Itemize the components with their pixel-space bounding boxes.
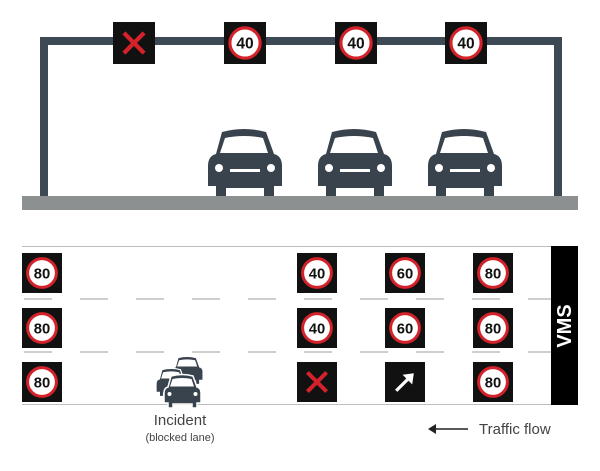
incident-subtitle: (blocked lane)	[145, 432, 214, 444]
gantry-sign-row: 40 40 40	[113, 22, 487, 64]
speed-value: 60	[397, 266, 413, 282]
speed-ring-icon	[228, 26, 262, 60]
vms-bar	[551, 246, 578, 405]
speed-value: 80	[34, 321, 50, 337]
lane-sign-r1-c1: 80	[22, 253, 62, 293]
vms-label: VMS	[554, 304, 576, 347]
gantry-crossbeam	[40, 37, 562, 45]
gantry-sign-4: 40	[445, 22, 487, 64]
speed-value: 60	[397, 321, 413, 337]
gantry-right-post	[554, 37, 562, 200]
lane-sign-grid: 80 40 60 80 80 40 60 80 80 80	[22, 253, 513, 402]
lane-sign-r2-c4: 80	[473, 308, 513, 348]
lane-closed-cross-icon	[305, 370, 329, 394]
car-front-2	[318, 129, 392, 196]
car-headlight-left	[435, 164, 443, 172]
speed-ring-icon	[301, 257, 333, 289]
car-headlight-left	[215, 164, 223, 172]
speed-ring-icon	[477, 257, 509, 289]
traffic-flow-indicator: Traffic flow	[428, 421, 551, 438]
gantry-sign-2: 40	[224, 22, 266, 64]
car-headlight-left	[325, 164, 333, 172]
lane-sign-r3-c4: 80	[473, 362, 513, 402]
incident-vehicles	[155, 355, 204, 409]
speed-value: 80	[485, 266, 501, 282]
speed-ring-icon	[389, 257, 421, 289]
speed-value: 40	[309, 266, 325, 282]
speed-value: 80	[485, 375, 501, 391]
car-headlight-right	[377, 164, 385, 172]
car-front-3	[428, 129, 502, 196]
car-grille	[340, 169, 370, 172]
overhead-gantry: 40 40 40	[22, 22, 578, 210]
lane-sign-r3-c1: 80	[22, 362, 62, 402]
incident-title: Incident	[154, 412, 207, 429]
merge-arrow-up-right-icon	[402, 373, 414, 385]
gantry-sign-1	[113, 22, 155, 64]
speed-value: 80	[34, 375, 50, 391]
speed-ring-icon	[339, 26, 373, 60]
car-front-1	[208, 129, 282, 196]
lane-sign-r1-c4: 80	[473, 253, 513, 293]
speed-ring-icon	[26, 366, 58, 398]
car-windshield	[330, 136, 378, 153]
car-headlight-right	[487, 164, 495, 172]
incident-car-front	[163, 373, 202, 409]
lane-sign-r3-c3	[385, 362, 425, 402]
lane-sign-r1-c3: 60	[385, 253, 425, 293]
car-windshield	[440, 136, 488, 153]
speed-value: 40	[309, 321, 325, 337]
lane-sign-r2-c3: 60	[385, 308, 425, 348]
lane-sign-r3-c2	[297, 362, 337, 402]
lane-sign-r2-c2: 40	[297, 308, 337, 348]
lane-divider-markings	[24, 298, 556, 353]
speed-value: 80	[34, 266, 50, 282]
speed-ring-icon	[26, 312, 58, 344]
traffic-flow-label: Traffic flow	[479, 421, 551, 438]
speed-value: 40	[457, 36, 474, 53]
speed-ring-icon	[389, 312, 421, 344]
speed-value: 80	[485, 321, 501, 337]
speed-ring-icon	[26, 257, 58, 289]
lane-sign-r1-c2: 40	[297, 253, 337, 293]
flow-arrow-left-icon	[428, 424, 436, 434]
gantry-left-post	[40, 37, 48, 200]
speed-ring-icon	[301, 312, 333, 344]
road-surface	[22, 196, 578, 210]
lane-sign-r2-c1: 80	[22, 308, 62, 348]
speed-ring-icon	[477, 312, 509, 344]
speed-value: 40	[347, 36, 364, 53]
car-headlight-right	[267, 164, 275, 172]
speed-value: 40	[236, 36, 253, 53]
car-grille	[450, 169, 480, 172]
lane-closed-cross-icon	[122, 31, 146, 55]
speed-ring-icon	[477, 366, 509, 398]
gantry-sign-3: 40	[335, 22, 377, 64]
car-windshield	[220, 136, 268, 153]
speed-ring-icon	[449, 26, 483, 60]
plan-view: VMS 80 40 60 80 80 40 60 80 80 80 Incident (block…	[22, 246, 578, 444]
car-grille	[230, 169, 260, 172]
